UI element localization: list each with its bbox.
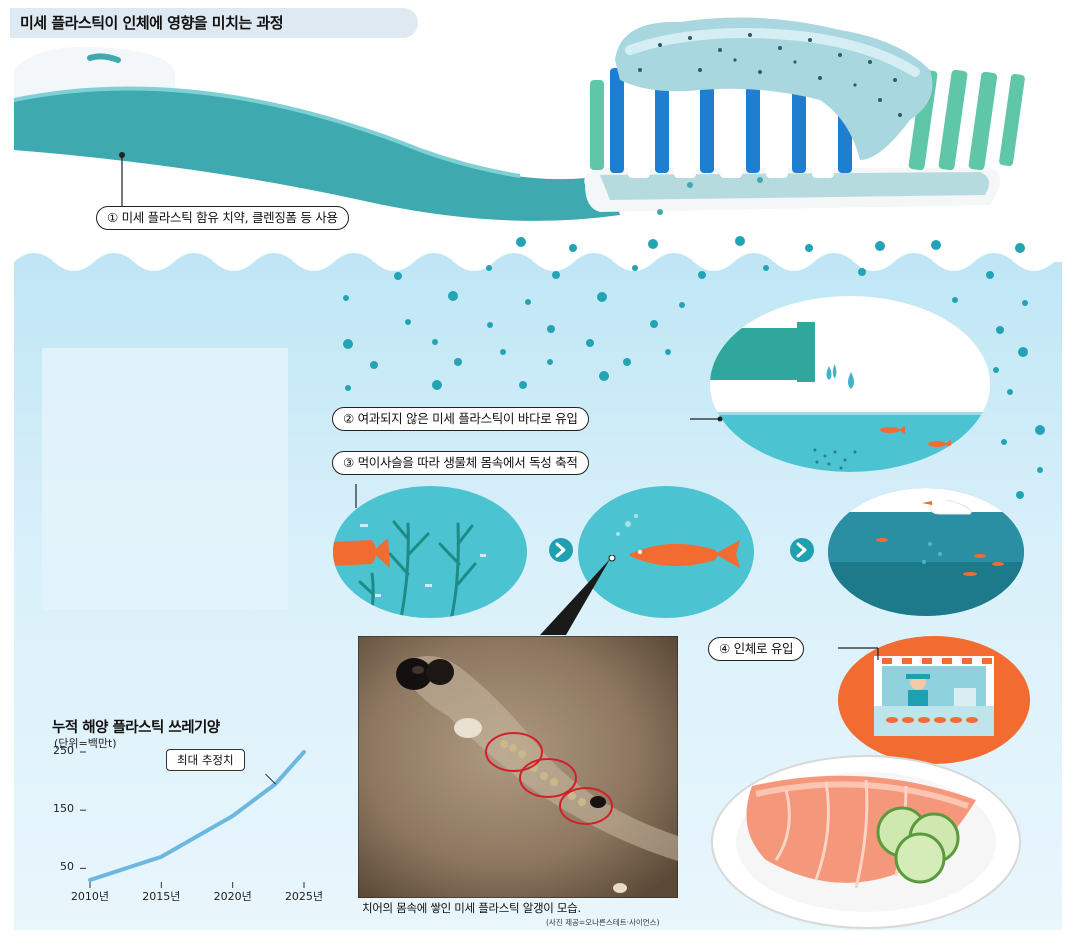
toothbrush-illustration: [13, 17, 1025, 221]
step-1-label: ① 미세 플라스틱 함유 치약, 클렌징폼 등 사용: [96, 206, 349, 230]
y-tick-label: 50: [60, 860, 74, 874]
step4-leader: [838, 647, 879, 660]
x-tick-label: 2020년: [213, 890, 252, 903]
title-background: [10, 8, 418, 38]
food-chain-scenes: [333, 484, 1024, 618]
x-tick-label: 2025년: [284, 890, 324, 903]
plastic-waste-line-chart: [80, 750, 306, 888]
photo-caption: 치어의 몸속에 쌓인 미세 플라스틱 알갱이 모습.: [362, 901, 581, 915]
step-3-label: ③ 먹이사슬을 따라 생물체 몸속에서 독성 축적: [332, 451, 589, 475]
page-title: 미세 플라스틱이 인체에 영향을 미치는 과정: [20, 14, 284, 32]
step2-leader: [690, 416, 723, 422]
y-tick-label: 250: [53, 744, 74, 757]
photo-credit: (사진 제공=오나른스테트·사이언스): [546, 918, 660, 927]
chart-unit: (단위=백만t): [54, 737, 117, 750]
x-tick-label: 2010년: [70, 890, 110, 903]
annotation-label: 최대 추정치: [166, 749, 245, 771]
x-tick-label: 2015년: [142, 890, 181, 903]
salmon-plate: [711, 755, 1021, 929]
annotation-leader: [265, 773, 276, 785]
photo-pointer: [540, 555, 616, 635]
y-tick-label: 150: [53, 802, 74, 816]
step-4-label: ④ 인체로 유입: [708, 637, 805, 661]
chart-plot-area: [80, 750, 306, 888]
larval-fish-photo: [358, 636, 678, 898]
series-line: [88, 750, 306, 882]
step-2-label: ② 여과되지 않은 미세 플라스틱이 바다로 유입: [332, 407, 589, 431]
fish-market-scene: [838, 636, 1030, 764]
chart-title: 누적 해양 플라스틱 쓰레기양: [52, 720, 220, 736]
pouring-scene: [710, 296, 990, 472]
